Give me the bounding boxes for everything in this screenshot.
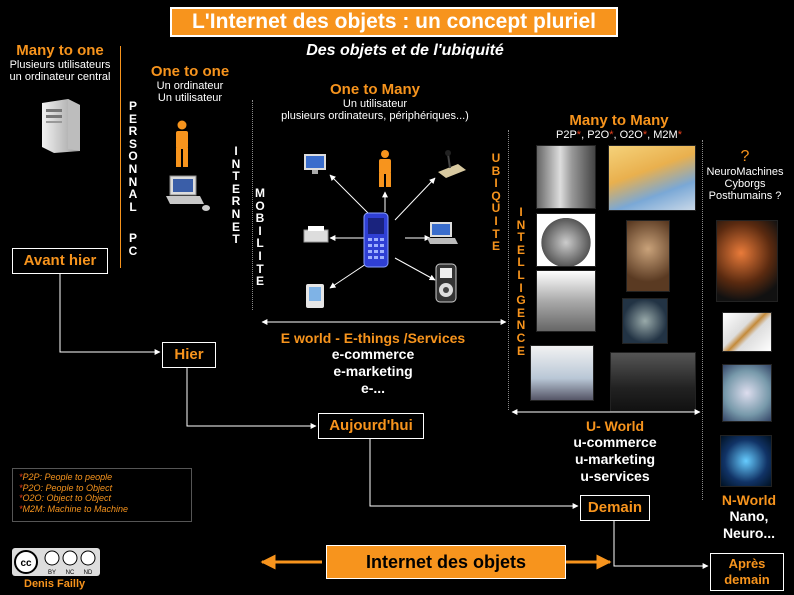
svg-text:ND: ND [84, 570, 93, 576]
one-to-many-line2: plusieurs ordinateurs, périphériques...) [281, 110, 469, 122]
many-to-one-heading: Many to one [16, 42, 104, 59]
arrow-demain-to-apres-demain [613, 521, 709, 569]
future-question: ? [740, 148, 750, 165]
arrow-aujourdhui-to-demain [369, 439, 579, 509]
eworld-block: E world - E-things /Services e-commerce … [258, 330, 488, 397]
pda-icon [306, 284, 324, 308]
one-to-many-line1: Un utilisateur [342, 98, 408, 110]
timeline-aujourdhui: Aujourd'hui [318, 413, 424, 439]
shopping-woman-image [608, 145, 696, 211]
server-icon [42, 99, 80, 153]
one-to-one-block: One to one Un ordinateur Un utilisateur [140, 63, 240, 104]
cc-license-badge[interactable]: cc BY NC ND [12, 548, 100, 576]
svg-text:BY: BY [48, 570, 56, 576]
many-to-many-block: Many to Many P2P*, P2O*, O2O*, M2M* [534, 112, 704, 141]
legend-item: *P2P: People to people [19, 472, 113, 482]
uworld-line3: u-services [580, 468, 650, 484]
headset-man-image [626, 220, 670, 292]
page-subtitle: Des objets et de l'ubiquité [306, 42, 504, 59]
eworld-heading: E world - E-things /Services [280, 330, 466, 346]
internet-des-objets-banner: Internet des objets [326, 545, 566, 579]
one-to-one-line1: Un ordinateur [156, 80, 224, 92]
legend-item: *O2O: Object to Object [19, 493, 112, 503]
timeline-demain: Demain [580, 495, 650, 521]
coffee-machine-image [536, 270, 596, 332]
mp3-player-icon [435, 263, 457, 303]
printer-icon [303, 226, 329, 243]
dotted-separator [252, 100, 253, 310]
neuron-image [722, 364, 772, 422]
dotted-separator [508, 130, 509, 410]
person-icon [176, 120, 188, 167]
one-to-one-line2: Un utilisateur [157, 92, 223, 104]
nworld-block: N-World Nano, Neuro... [706, 492, 792, 542]
arrow-avant-hier-to-hier [59, 274, 161, 355]
dotted-separator [702, 140, 703, 500]
future-line3: Posthumains ? [708, 190, 782, 202]
author-name: Denis Failly [24, 578, 86, 590]
nworld-line1: Nano, [729, 508, 769, 524]
many-to-one-block: Many to one Plusieurs utilisateurs un or… [2, 42, 118, 83]
many-to-one-line2: un ordinateur central [9, 71, 111, 83]
many-to-many-heading: Many to Many [569, 112, 669, 129]
cc-license-icons: cc BY NC ND [14, 550, 96, 576]
future-line1: NeuroMachines [706, 166, 784, 178]
street-scene-image [610, 352, 696, 412]
future-line2: Cyborgs [724, 178, 766, 190]
dna-image [722, 312, 772, 352]
uworld-line1: u-commerce [573, 434, 657, 450]
arrow-hier-to-aujourdhui [186, 368, 317, 429]
timeline-hier: Hier [162, 342, 216, 368]
eworld-line2: e-marketing [333, 363, 413, 379]
future-block: ? NeuroMachines Cyborgs Posthumains ? [700, 148, 790, 202]
one-to-one-heading: One to one [150, 63, 230, 80]
eworld-line1: e-commerce [331, 346, 415, 362]
nworld-line2: Neuro... [722, 525, 776, 541]
svg-text:cc: cc [20, 558, 32, 569]
sneaker-image [536, 213, 596, 267]
person-icon [379, 150, 391, 187]
people-talking-image [530, 345, 594, 401]
legend-item: *P2O: People to Object [19, 482, 113, 493]
separator-line [120, 46, 121, 268]
legend-box: *P2P: People to people *P2O: People to O… [12, 468, 192, 522]
robot-image [622, 298, 668, 344]
mobile-phone-icon [363, 212, 389, 268]
legend-item: *M2M: Machine to Machine [19, 503, 129, 514]
one-to-many-heading: One to Many [329, 81, 420, 98]
terminator-image [716, 220, 778, 302]
nworld-heading: N-World [721, 492, 777, 508]
monitor-icon [304, 154, 326, 174]
svg-text:NC: NC [66, 570, 75, 576]
many-to-one-line1: Plusieurs utilisateurs [9, 59, 111, 71]
many-to-many-protocols: P2P*, P2O*, O2O*, M2M* [556, 129, 682, 141]
eworld-line3: e-... [360, 380, 386, 396]
refrigerator-image [536, 145, 596, 209]
timeline-avant-hier: Avant hier [12, 248, 108, 274]
neuro-sphere-image [720, 435, 772, 487]
one-to-many-block: One to Many Un utilisateur plusieurs ord… [262, 81, 488, 122]
uworld-line2: u-marketing [574, 451, 656, 467]
laptop-icon [166, 175, 210, 211]
uworld-heading: U- World [585, 418, 645, 434]
joystick-icon [438, 150, 466, 178]
page-title: L'Internet des objets : un concept pluri… [170, 7, 618, 37]
uworld-block: U- World u-commerce u-marketing u-servic… [540, 418, 690, 485]
laptop-icon [427, 222, 458, 244]
one-to-many-hub [303, 150, 466, 308]
